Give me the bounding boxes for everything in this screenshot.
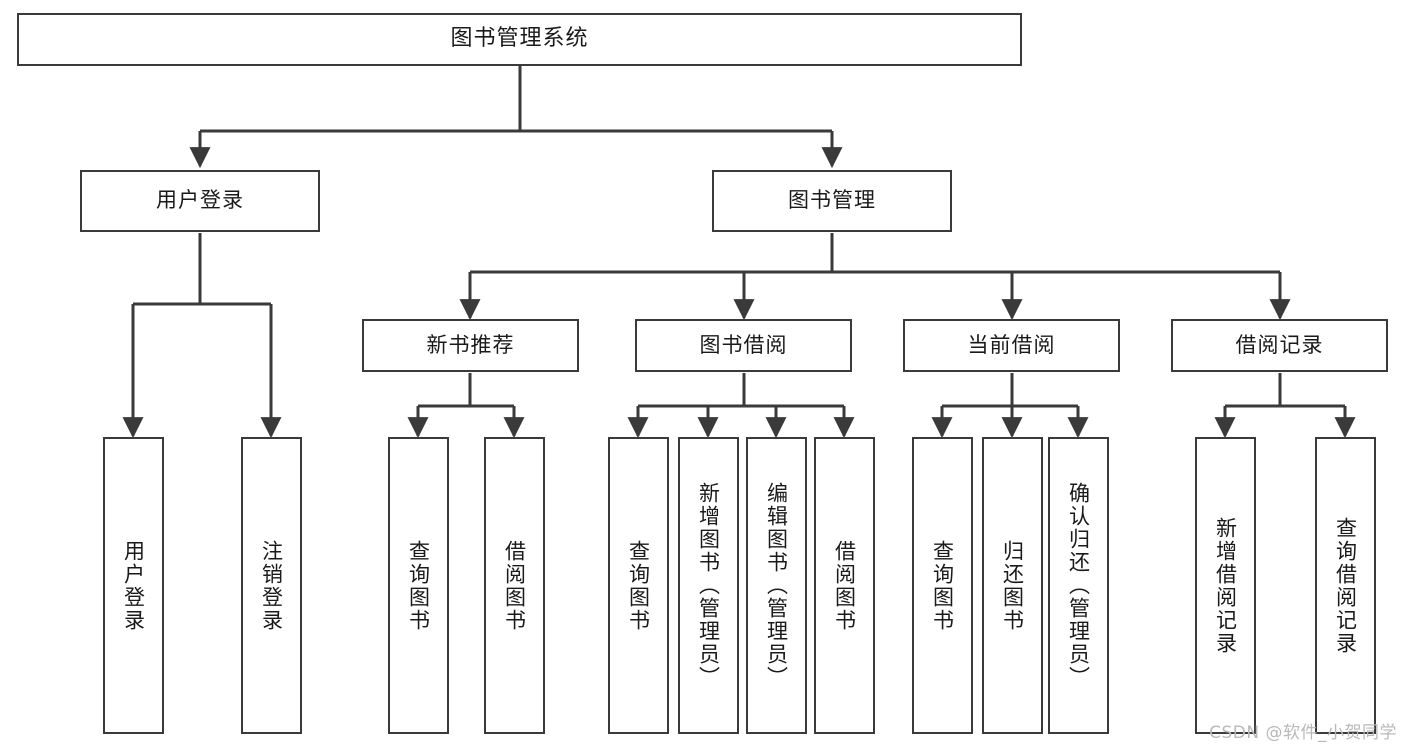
node-current-borrow-label: 当前借阅 [967,332,1056,357]
leaf-current-query-book[interactable]: 查询图书 [912,437,973,734]
leaf-label: 查询借阅记录 [1333,516,1358,655]
node-root-label: 图书管理系统 [450,26,589,52]
node-book-borrow-label: 图书借阅 [699,332,788,357]
leaf-borrow-query-book[interactable]: 查询图书 [608,437,669,734]
leaf-label: 确认归还（管理员） [1066,482,1091,689]
leaf-current-confirm-return[interactable]: 确认归还（管理员） [1048,437,1109,734]
leaf-current-return-book[interactable]: 归还图书 [982,437,1043,734]
node-current-borrow[interactable]: 当前借阅 [903,319,1120,372]
node-borrow-record-label: 借阅记录 [1235,332,1324,357]
leaf-label: 用户登录 [121,539,146,632]
leaf-borrow-borrow-book[interactable]: 借阅图书 [814,437,875,734]
leaf-label: 借阅图书 [832,539,857,632]
leaf-user-login-logout[interactable]: 注销登录 [241,437,302,734]
node-new-book-recommend-label: 新书推荐 [426,332,515,357]
node-user-login-label: 用户登录 [156,188,244,213]
node-borrow-record[interactable]: 借阅记录 [1171,319,1388,372]
node-root[interactable]: 图书管理系统 [17,13,1022,66]
leaf-borrow-edit-book[interactable]: 编辑图书（管理员） [746,437,807,734]
node-book-borrow[interactable]: 图书借阅 [635,319,852,372]
leaf-record-query[interactable]: 查询借阅记录 [1315,437,1376,734]
leaf-label: 新增借阅记录 [1213,516,1238,655]
node-book-management-label: 图书管理 [788,188,876,213]
leaf-borrow-add-book[interactable]: 新增图书（管理员） [678,437,739,734]
leaf-label: 查询图书 [406,539,431,632]
leaf-label: 归还图书 [1000,539,1025,632]
node-new-book-recommend[interactable]: 新书推荐 [362,319,579,372]
leaf-label: 查询图书 [626,539,651,632]
leaf-new-book-borrow[interactable]: 借阅图书 [484,437,545,734]
leaf-label: 新增图书（管理员） [696,482,721,689]
leaf-label: 注销登录 [259,539,284,632]
leaf-label: 查询图书 [930,539,955,632]
leaf-label: 编辑图书（管理员） [764,482,789,689]
node-book-management[interactable]: 图书管理 [712,170,952,232]
leaf-record-add[interactable]: 新增借阅记录 [1195,437,1256,734]
leaf-user-login-login[interactable]: 用户登录 [103,437,164,734]
node-user-login[interactable]: 用户登录 [80,170,320,232]
leaf-new-book-query[interactable]: 查询图书 [388,437,449,734]
leaf-label: 借阅图书 [502,539,527,632]
